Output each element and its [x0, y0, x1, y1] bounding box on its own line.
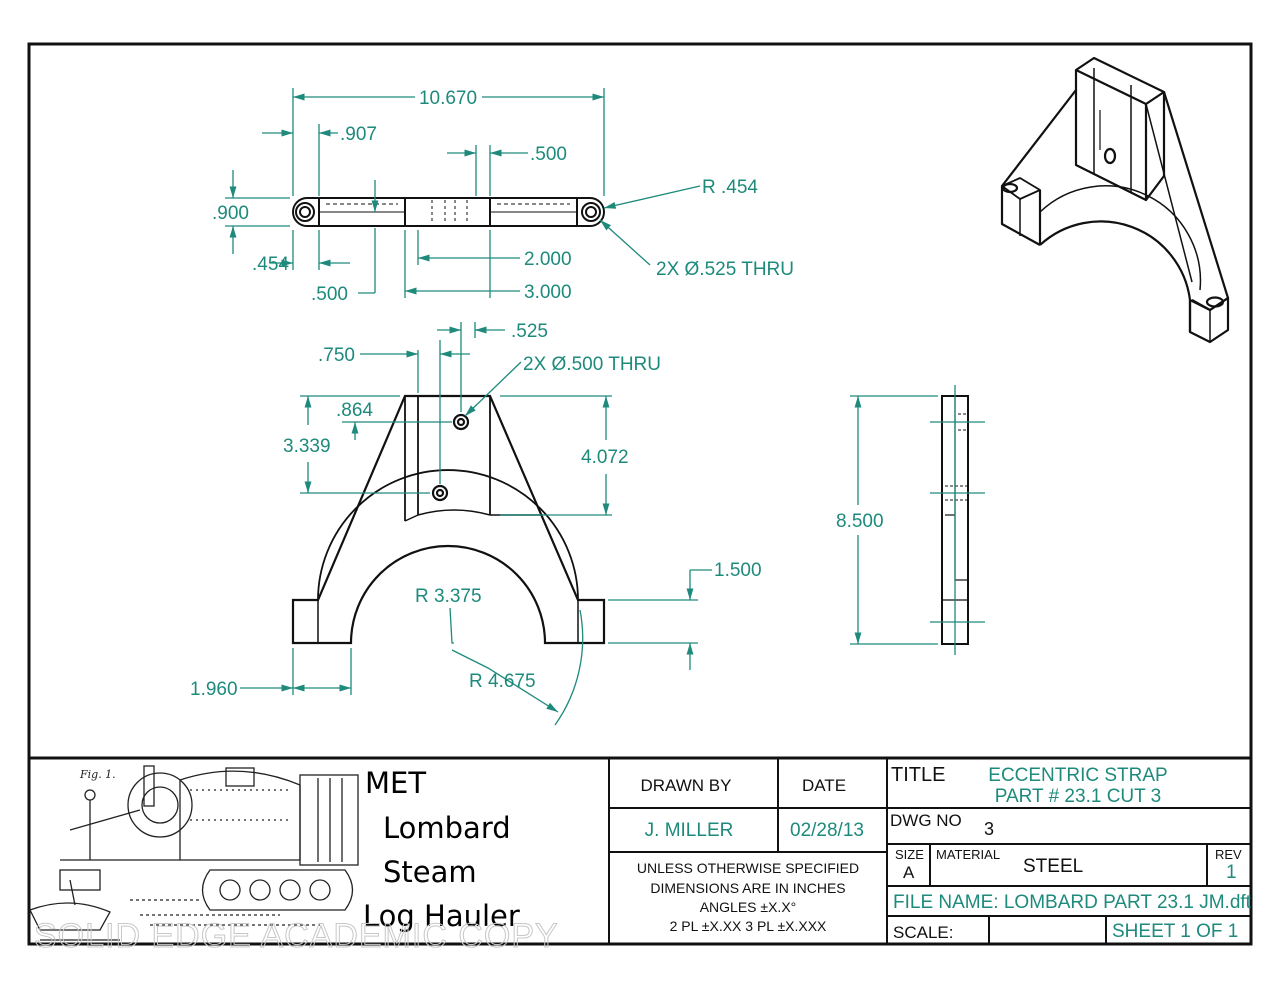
- dim-tab-width: .525: [511, 321, 548, 342]
- rev-value: 1: [1226, 862, 1237, 883]
- notes-line-4: 2 PL ±X.XX 3 PL ±X.XXX: [670, 918, 827, 934]
- dim-total-height: 8.500: [836, 511, 884, 532]
- dim-hole-height: 3.339: [283, 436, 331, 457]
- patent-locomotive-figure: [29, 765, 359, 941]
- isometric-view: [1000, 56, 1230, 344]
- notes-line-1: UNLESS OTHERWISE SPECIFIED: [637, 860, 859, 876]
- drawn-by-label: DRAWN BY: [641, 776, 732, 795]
- title-line-1: ECCENTRIC STRAP: [988, 765, 1167, 786]
- dim-hole-offset: .500: [311, 284, 348, 305]
- notes-line-2: DIMENSIONS ARE IN INCHES: [650, 880, 845, 896]
- file-name: FILE NAME: LOMBARD PART 23.1 JM.dft: [893, 892, 1252, 913]
- school-name-line-3: Steam: [383, 855, 477, 889]
- rev-label: REV: [1215, 847, 1242, 862]
- title-line-2: PART # 23.1 CUT 3: [995, 786, 1162, 807]
- dim-half-height: .454: [252, 254, 289, 275]
- dim-foot-width: 1.960: [190, 679, 238, 700]
- size-label: SIZE: [895, 847, 924, 862]
- watermark: SOLID EDGE ACADEMIC COPY: [34, 917, 559, 955]
- title-label: TITLE: [891, 764, 945, 786]
- sheet-border: [27, 42, 1253, 946]
- school-name-line-1: MET: [365, 766, 426, 800]
- date-value: 02/28/13: [790, 820, 864, 841]
- side-view-dimensions: [850, 385, 985, 655]
- sheet-number: SHEET 1 OF 1: [1112, 921, 1238, 942]
- top-view: [292, 197, 605, 227]
- size-value: A: [903, 863, 915, 882]
- material-value: STEEL: [1023, 856, 1083, 877]
- scale-label: SCALE:: [893, 923, 953, 942]
- dim-overall-length: 10.670: [419, 88, 477, 109]
- school-name-line-2: Lombard: [383, 811, 511, 845]
- dim-slot-2000: 2.000: [524, 249, 572, 270]
- dim-hole-spacing: .864: [336, 400, 373, 421]
- drawn-by-value: J. MILLER: [645, 820, 734, 841]
- dim-center-slot: .500: [530, 144, 567, 165]
- front-view: [291, 394, 606, 645]
- dim-inner-radius: R 3.375: [415, 586, 482, 607]
- dim-outer-radius: R 4.675: [469, 671, 536, 692]
- dim-upper-holes: 2X Ø.500 THRU: [523, 354, 661, 375]
- dwg-no-value: 3: [984, 819, 994, 839]
- school-name-line-4: Log Hauler: [363, 899, 520, 933]
- dim-height: .900: [212, 203, 249, 224]
- material-label: MATERIAL: [936, 847, 1000, 862]
- dim-tab-offset: .750: [318, 345, 355, 366]
- dim-end-offset: .907: [340, 124, 377, 145]
- front-view-dimensions: [240, 322, 712, 726]
- title-block-grid: [608, 758, 1251, 944]
- patent-figure-label: Fig. 1.: [79, 768, 116, 781]
- dim-stem-height: 4.072: [581, 447, 629, 468]
- top-view-dimensions: [225, 88, 701, 298]
- notes-line-3: ANGLES ±X.X°: [700, 899, 797, 915]
- date-label: DATE: [802, 776, 846, 795]
- dim-end-radius: R .454: [702, 177, 758, 198]
- dwg-no-label: DWG NO: [890, 811, 962, 830]
- dim-slot-3000: 3.000: [524, 282, 572, 303]
- dim-end-holes: 2X Ø.525 THRU: [656, 259, 794, 280]
- dim-foot-height: 1.500: [714, 560, 762, 581]
